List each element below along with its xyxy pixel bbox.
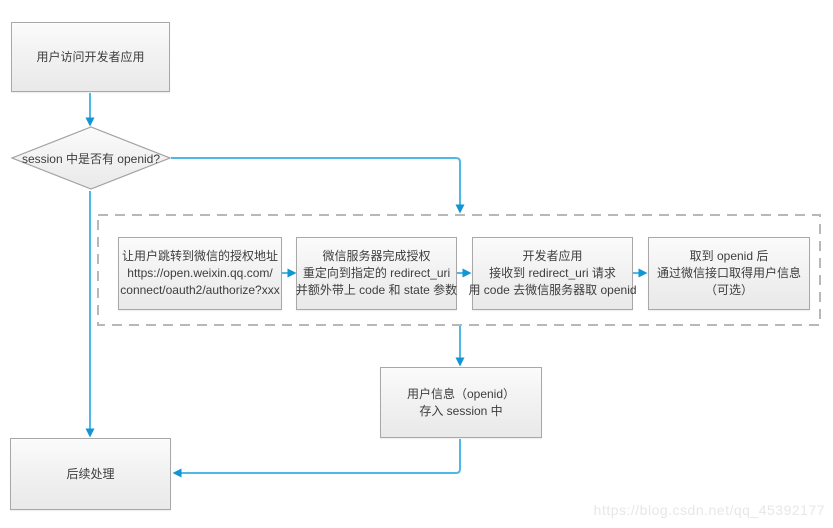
arrow-decision-to-steps <box>171 157 465 214</box>
node-label-line: （可选） <box>704 283 753 297</box>
node-label-line: https://open.weixin.qq.com/ <box>127 266 273 280</box>
node-label-line: 接收到 redirect_uri 请求 <box>489 266 616 280</box>
node-label: 用户访问开发者应用 <box>36 49 145 64</box>
node-label-line: connect/oauth2/authorize?xxx <box>120 283 280 297</box>
node-label-line: 用户信息（openid） <box>406 386 516 401</box>
node-label-line: 存入 session 中 <box>419 403 503 418</box>
node-label-line: 开发者应用 <box>522 249 583 263</box>
node-label-line: 通过微信接口取得用户信息 <box>656 266 801 280</box>
arrow-store-to-followup <box>172 439 461 478</box>
node-app-receives-redirect: 开发者应用 接收到 redirect_uri 请求 用 code 去微信服务器取… <box>468 237 637 310</box>
diamond-shape <box>11 126 171 190</box>
node-store-in-session: 用户信息（openid） 存入 session 中 <box>380 367 542 438</box>
node-label: 后续处理 <box>66 466 115 481</box>
node-session-openid-decision: session 中是否有 openid? <box>11 126 171 190</box>
node-label-line: 取到 openid 后 <box>689 249 769 263</box>
node-label-line: 用 code 去微信服务器取 openid <box>468 283 637 297</box>
node-user-visit-app: 用户访问开发者应用 <box>11 22 170 92</box>
watermark-text: https://blog.csdn.net/qq_45392177 <box>593 502 825 518</box>
node-redirect-to-wechat-auth: 让用户跳转到微信的授权地址 https://open.weixin.qq.com… <box>118 237 282 310</box>
node-followup-processing: 后续处理 <box>10 438 171 510</box>
node-label: session 中是否有 openid? <box>21 151 161 166</box>
node-label-line: 让用户跳转到微信的授权地址 <box>121 249 278 263</box>
node-wechat-server-authorize: 微信服务器完成授权 重定向到指定的 redirect_uri 并额外带上 cod… <box>296 237 457 310</box>
node-label-line: 微信服务器完成授权 <box>322 249 431 263</box>
node-label-line: 重定向到指定的 redirect_uri <box>302 266 451 280</box>
node-get-user-info-optional: 取到 openid 后 通过微信接口取得用户信息 （可选） <box>648 237 810 310</box>
node-label-line: 并额外带上 code 和 state 参数 <box>295 283 458 297</box>
